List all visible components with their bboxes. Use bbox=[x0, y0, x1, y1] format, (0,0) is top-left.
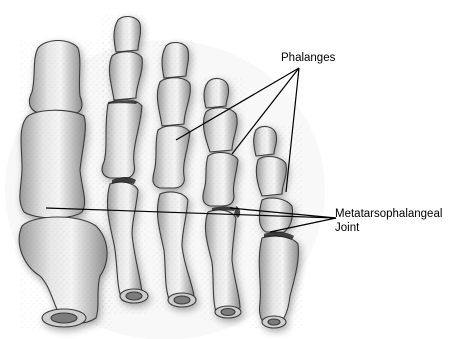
phalanges-label: Phalanges bbox=[281, 51, 335, 65]
metatarsophalangeal-label-line1: Metatarsophalangeal bbox=[335, 207, 442, 221]
metatarsophalangeal-joint-label: Metatarsophalangeal Joint bbox=[335, 207, 442, 235]
metatarsophalangeal-label-line2: Joint bbox=[335, 221, 442, 235]
